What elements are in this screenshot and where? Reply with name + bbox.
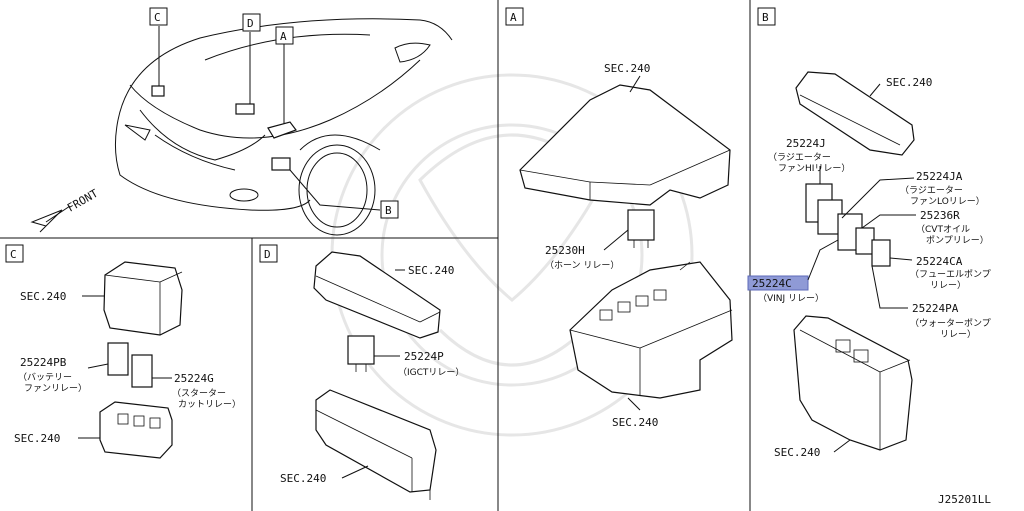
callout-a-letter: A bbox=[280, 30, 287, 43]
panel-overview: C D A B FRONT bbox=[30, 7, 453, 236]
sec240-label-c2: SEC.240 bbox=[14, 432, 60, 445]
fuse-box-base-b bbox=[793, 315, 913, 451]
part-desc-25224pa-1: （ウォーターポンプ bbox=[910, 318, 991, 329]
part-desc-25224j-1: （ラジエーター bbox=[768, 152, 831, 163]
callout-box-c bbox=[149, 7, 168, 26]
highlight-25224c[interactable] bbox=[747, 275, 809, 291]
sec240-label-b1: SEC.240 bbox=[886, 76, 932, 89]
part-number-25230h: 25230H bbox=[545, 244, 585, 257]
callout-b-letter: B bbox=[385, 204, 392, 217]
part-number-25224pa: 25224PA bbox=[912, 302, 959, 315]
part-number-25224ca: 25224CA bbox=[916, 255, 963, 268]
part-desc-25224ja-2: ファンLOリレー） bbox=[910, 196, 985, 207]
fuse-box-a-location bbox=[267, 121, 297, 139]
relay-25224g bbox=[131, 354, 153, 388]
relay-25224ca bbox=[871, 239, 891, 267]
relay-25224p bbox=[347, 335, 375, 365]
relay-25230h bbox=[627, 209, 655, 241]
part-desc-25236r-1: （CVTオイル bbox=[916, 224, 970, 235]
part-desc-25224pb-2: ファンリレー） bbox=[24, 383, 87, 394]
fuse-box-cover-a bbox=[519, 84, 731, 206]
relay-c-location bbox=[151, 85, 165, 97]
panel-b-tag-letter: B bbox=[762, 11, 769, 24]
panel-c-tag-letter: C bbox=[10, 248, 17, 261]
panel-d-tag-letter: D bbox=[264, 248, 271, 261]
sec240-label-d2: SEC.240 bbox=[280, 472, 326, 485]
front-label: FRONT bbox=[65, 187, 101, 215]
panel-d-tag bbox=[259, 244, 278, 263]
relay-cover-c bbox=[103, 261, 183, 336]
part-number-25224g: 25224G bbox=[174, 372, 214, 385]
callout-box-d bbox=[242, 13, 261, 32]
panel-a: A SEC.240 25230H （ホーン リレー） SEC.240 bbox=[505, 7, 733, 429]
panel-a-tag-letter: A bbox=[510, 11, 517, 24]
part-desc-25224g-2: カットリレー） bbox=[178, 399, 241, 410]
part-desc-25224pa-2: リレー） bbox=[940, 329, 976, 340]
callout-box-b bbox=[380, 200, 399, 219]
part-desc-25224pb-1: （バッテリー bbox=[18, 372, 72, 383]
panel-a-tag bbox=[505, 7, 524, 26]
panel-c-tag bbox=[5, 244, 24, 263]
sec240-label-a1: SEC.240 bbox=[604, 62, 650, 75]
part-desc-25224j-2: ファンHIリレー） bbox=[778, 163, 850, 174]
part-desc-25224ca-1: （フューエルポンプ bbox=[910, 269, 991, 280]
callout-box-a bbox=[275, 26, 294, 45]
sec240-label-b2: SEC.240 bbox=[774, 446, 820, 459]
panel-c: C SEC.240 25224PB （バッテリー ファンリレー） 25224G … bbox=[5, 244, 241, 459]
fuse-box-cover-b bbox=[795, 71, 915, 156]
part-desc-25236r-2: ポンプリレー） bbox=[926, 235, 989, 246]
relay-25236r bbox=[855, 227, 875, 255]
part-desc-25224p: （IGCTリレー） bbox=[398, 367, 464, 378]
panel-dividers bbox=[0, 0, 751, 511]
part-number-25224c[interactable]: 25224C bbox=[752, 277, 792, 290]
callout-c-letter: C bbox=[154, 11, 161, 24]
panel-b: B SEC.240 25224J （ラジエーター ファンHIリレー） 25224… bbox=[747, 7, 991, 459]
callout-d-letter: D bbox=[247, 17, 254, 30]
part-number-25224j: 25224J bbox=[786, 137, 826, 150]
part-number-25236r: 25236R bbox=[920, 209, 960, 222]
sec240-label-a2: SEC.240 bbox=[612, 416, 658, 429]
part-desc-25224ja-1: （ラジエーター bbox=[900, 185, 963, 196]
panel-b-tag bbox=[757, 7, 776, 26]
part-desc-25224ca-2: リレー） bbox=[930, 280, 966, 291]
sec240-label-d1: SEC.240 bbox=[408, 264, 454, 277]
part-number-25224ja: 25224JA bbox=[916, 170, 963, 183]
part-desc-25224c: （VINJ リレー） bbox=[758, 293, 824, 304]
relay-d-location bbox=[235, 103, 255, 115]
sec240-label-c1: SEC.240 bbox=[20, 290, 66, 303]
diagram-id: J25201LL bbox=[938, 493, 991, 506]
part-desc-25224g-1: （スターター bbox=[172, 388, 226, 399]
part-number-25224pb: 25224PB bbox=[20, 356, 67, 369]
relay-25224pb bbox=[107, 342, 129, 376]
relay-base-d bbox=[315, 389, 437, 493]
fuse-box-b-location bbox=[271, 157, 291, 171]
relay-base-c bbox=[99, 401, 173, 459]
panel-d: D SEC.240 25224P （IGCTリレー） SEC.240 bbox=[259, 244, 464, 500]
front-arrow-icon bbox=[30, 209, 63, 233]
part-desc-25230h: （ホーン リレー） bbox=[545, 260, 619, 271]
fuse-box-base-a bbox=[569, 261, 733, 399]
part-number-25224p: 25224P bbox=[404, 350, 444, 363]
